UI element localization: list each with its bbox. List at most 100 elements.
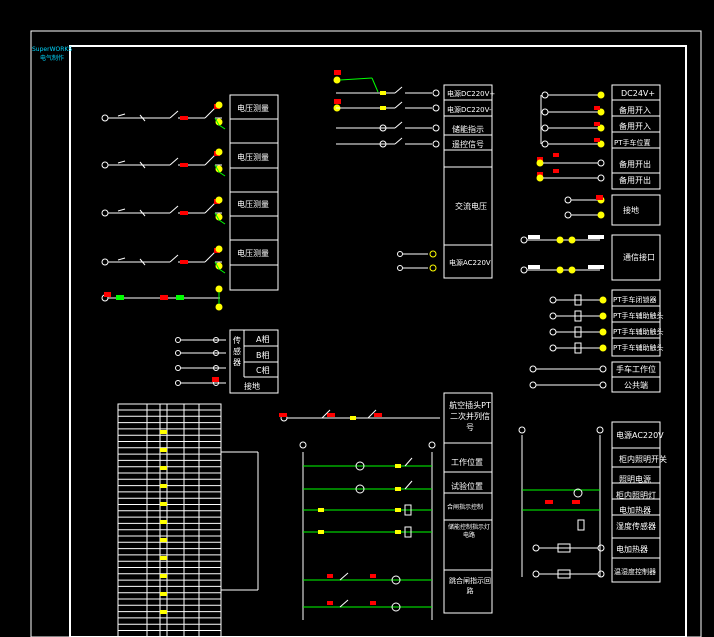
yellow-marker — [160, 484, 167, 488]
yellow-terminal — [215, 196, 223, 204]
terminal — [520, 266, 528, 274]
terminal — [429, 250, 437, 258]
right-mid-label-3: PT手车辅助触头 — [613, 312, 664, 320]
switch-contact — [204, 202, 216, 214]
green-wire — [214, 261, 220, 270]
terminal-block — [528, 265, 540, 269]
yellow-terminal — [599, 296, 607, 304]
green-wire — [218, 219, 226, 225]
terminal — [549, 296, 557, 304]
yellow-marker — [160, 610, 167, 614]
wire-tag — [139, 209, 146, 217]
terminal — [213, 337, 219, 343]
right-bottom-label-6: 湿度传感器 — [616, 522, 656, 531]
center-top-label-1: 电源DC220V+ — [447, 90, 496, 98]
comm-port-box — [611, 234, 661, 281]
center-mid-label-1: 交流电压 — [455, 202, 487, 211]
terminal — [379, 140, 387, 148]
right-bottom-label-4: 柜内照明灯 — [616, 491, 656, 500]
sensor-item-a: A相 — [256, 335, 270, 344]
center-bottom-label-6: 跳合闸指示回路 — [449, 577, 491, 595]
right-top-label-7: 接地 — [623, 206, 639, 215]
sensor-item-c: C相 — [256, 366, 270, 375]
lamp — [573, 488, 583, 498]
switch-contact — [394, 121, 403, 129]
terminal — [175, 380, 181, 386]
right-mid-label-5: PT手车辅助触头 — [613, 344, 664, 352]
terminal — [397, 251, 403, 257]
center-bottom-label-3: 试验位置 — [451, 482, 483, 491]
terminal — [432, 104, 440, 112]
red-marker — [160, 295, 168, 300]
center-bottom-label-1: 航空插头PT二次并列信号 — [449, 401, 491, 432]
right-bottom-label-5: 电加热器 — [619, 506, 651, 515]
green-wire — [214, 164, 220, 173]
fuse-marker — [180, 163, 188, 167]
yellow-terminal — [599, 344, 607, 352]
wire-tag — [139, 161, 146, 169]
indicator-lamp — [355, 484, 365, 494]
left-block-label-3: 电压测量 — [237, 200, 269, 209]
switch-contact — [404, 457, 413, 467]
red-marker — [212, 377, 219, 382]
terminal — [432, 124, 440, 132]
relay-coil — [404, 504, 412, 516]
yellow-marker — [160, 502, 167, 506]
center-top-label-2: 电源DC220V- — [447, 106, 492, 114]
terminal — [101, 161, 109, 169]
red-marker — [537, 172, 543, 176]
yellow-marker — [160, 556, 167, 560]
center-bottom-label-4: 合闸指示控制 — [447, 504, 484, 511]
switch-contact — [339, 572, 349, 581]
yellow-terminal — [568, 236, 576, 244]
terminal — [541, 91, 549, 99]
yellow-terminal — [556, 236, 564, 244]
relay-coil — [574, 342, 582, 354]
yellow-marker — [160, 430, 167, 434]
right-mid-label-4: PT手车辅助触头 — [613, 328, 664, 336]
yellow-marker — [160, 520, 167, 524]
terminal — [597, 570, 605, 578]
red-marker — [553, 153, 559, 157]
relay-coil — [574, 294, 582, 306]
yellow-terminal — [599, 328, 607, 336]
terminal — [429, 264, 437, 272]
green-wire — [218, 171, 226, 177]
yellow-terminal — [215, 148, 223, 156]
terminal — [101, 209, 109, 217]
outer-frame — [30, 30, 702, 637]
green-wire — [218, 124, 226, 130]
brand-logo: SuperWORKS 电气制作 — [32, 45, 72, 63]
fuse-marker — [180, 211, 188, 215]
right-mid-label-2: PT手车闭锁器 — [613, 296, 657, 304]
terminal — [549, 344, 557, 352]
right-bottom-label-3: 照明电源 — [619, 475, 651, 484]
terminal — [529, 365, 537, 373]
green-wire — [371, 77, 379, 93]
component — [557, 569, 571, 579]
right-top-label-2: 备用开入 — [619, 106, 651, 115]
yellow-marker — [395, 530, 401, 534]
yellow-marker — [395, 508, 401, 512]
wire-tag — [139, 258, 146, 266]
right-mid-label-6: 手车工作位 — [616, 365, 656, 374]
switch-contact — [321, 409, 331, 419]
right-top-label-4: PT手车位置 — [614, 139, 651, 147]
yellow-terminal — [597, 108, 605, 116]
switch-contact — [394, 137, 403, 145]
yellow-terminal — [536, 174, 544, 182]
red-marker — [594, 138, 600, 142]
terminal — [101, 258, 109, 266]
terminal — [596, 426, 604, 434]
yellow-marker — [160, 592, 167, 596]
terminal — [541, 108, 549, 116]
yellow-marker — [380, 91, 386, 95]
center-top-box — [443, 84, 493, 279]
terminal — [520, 236, 528, 244]
wire-tag — [117, 257, 126, 261]
right-top-box — [611, 84, 661, 190]
terminal — [101, 114, 109, 122]
right-bottom-label-1: 电源AC220V — [616, 431, 664, 440]
yellow-marker — [160, 574, 167, 578]
